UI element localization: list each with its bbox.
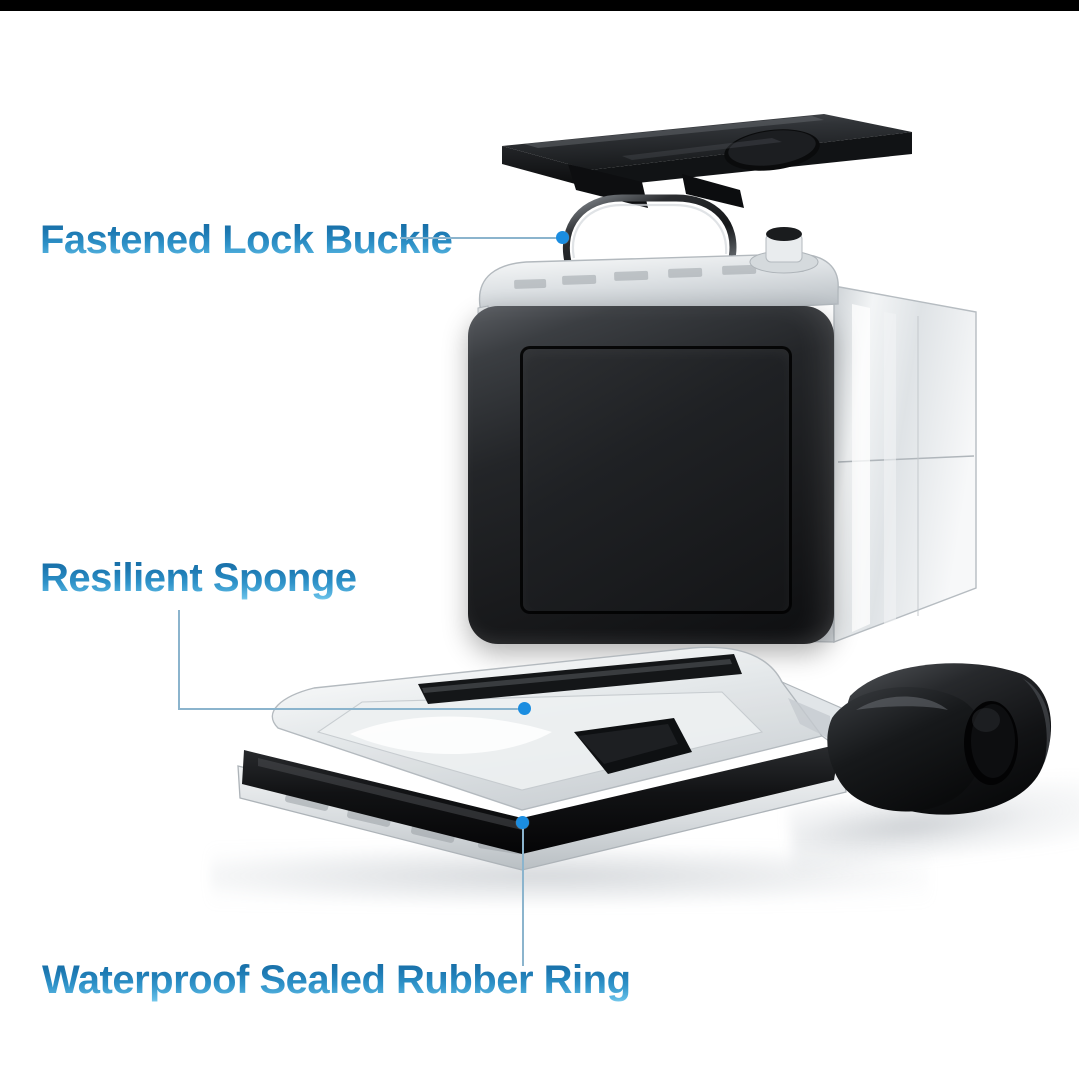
mount-fingers-graphic <box>826 648 1076 838</box>
housing-door-graphic <box>222 640 862 900</box>
annotation-label-waterproof-sealed-rubber-ring: Waterproof Sealed Rubber Ring <box>42 958 631 1002</box>
annotation-label-resilient-sponge: Resilient Sponge <box>40 556 357 600</box>
mount-plate-graphic <box>472 112 912 208</box>
leader-line-waterproof-sealed-rubber-ring <box>522 826 524 966</box>
annotation-dot-resilient-sponge <box>518 702 531 715</box>
leader-line-resilient-sponge-vertical <box>178 610 180 710</box>
annotation-dot-waterproof-sealed-rubber-ring <box>516 816 529 829</box>
camera-body-graphic <box>468 306 834 644</box>
annotation-label-fastened-lock-buckle: Fastened Lock Buckle <box>40 218 453 262</box>
camera-screen <box>520 346 792 614</box>
letterbox-bar-top <box>0 0 1079 11</box>
annotation-dot-fastened-lock-buckle <box>556 231 569 244</box>
leader-line-resilient-sponge-horizontal <box>178 708 526 710</box>
leader-line-fastened-lock-buckle <box>400 237 562 239</box>
